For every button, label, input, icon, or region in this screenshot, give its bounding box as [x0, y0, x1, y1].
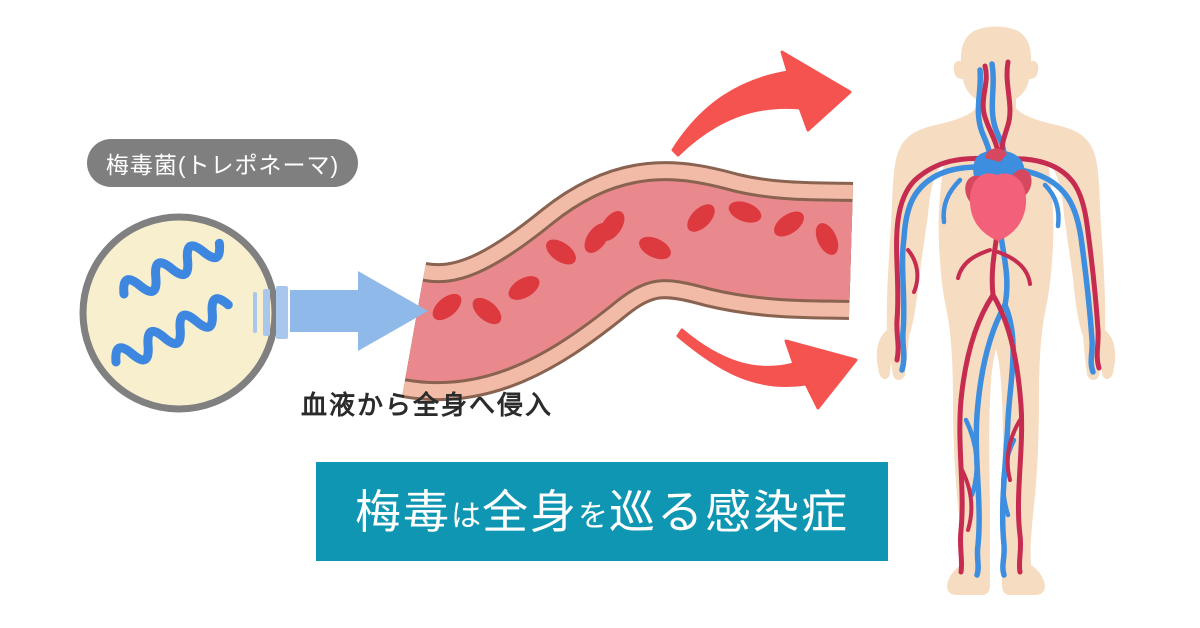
banner-segment: 全身: [482, 485, 578, 538]
spread-arrow-top-icon: [671, 50, 852, 157]
banner-segment: 梅毒: [355, 485, 451, 538]
vessel-lumen: [405, 181, 853, 382]
banner-segment: は: [451, 499, 482, 533]
veins: [899, 61, 1096, 578]
speed-lines-icon: [253, 286, 288, 339]
body-silhouette: [876, 26, 1116, 595]
title-banner: 梅毒 は 全身 を 巡る 感染症: [316, 462, 888, 561]
blood-vessel-illustration: [401, 161, 854, 402]
banner-segment: を: [578, 499, 609, 533]
spread-arrow-bottom-icon: [676, 328, 858, 410]
banner-segment: 感染症: [705, 485, 849, 538]
bacteria-label-text: 梅毒菌(トレポネーマ): [105, 152, 340, 178]
bacteria-label: 梅毒菌(トレポネーマ): [87, 139, 358, 187]
heart-icon: [965, 148, 1032, 241]
arteries: [894, 59, 1102, 575]
spirochete-icon: [111, 238, 233, 367]
red-blood-cells: [432, 201, 839, 325]
magnifier-circle: [79, 213, 279, 413]
caption-text: 血液から全身へ侵入: [301, 390, 554, 420]
entry-arrow-icon: [290, 271, 428, 351]
human-body-illustration: [876, 26, 1116, 595]
banner-segment: 巡る: [609, 485, 705, 538]
